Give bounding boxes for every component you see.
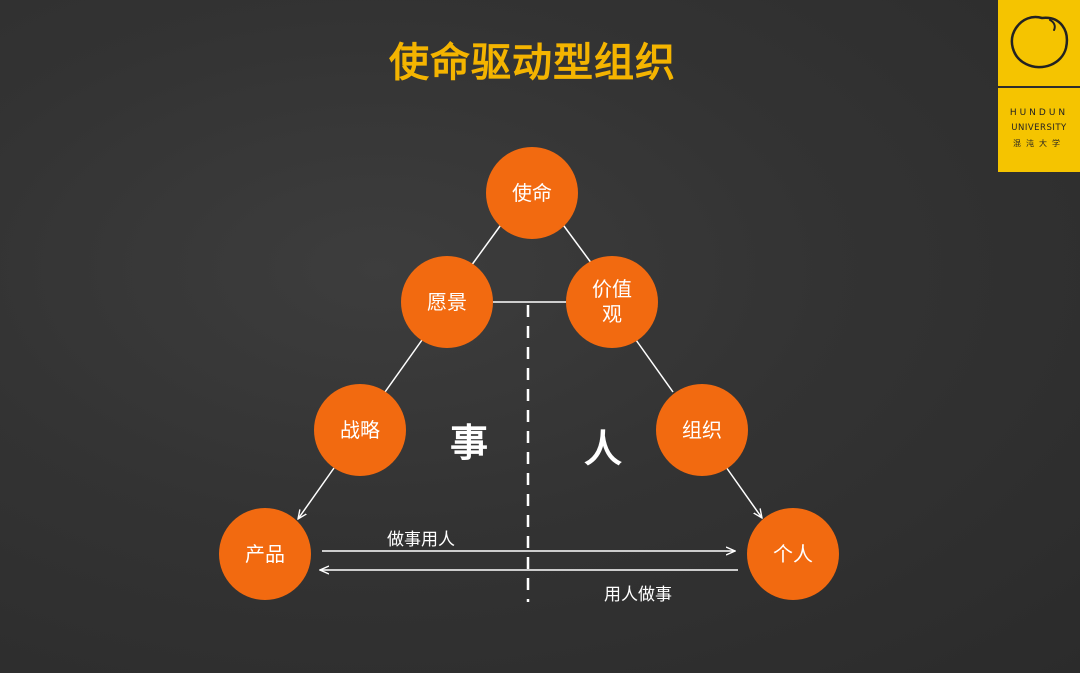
node-mission: 使命 xyxy=(486,147,578,239)
node-vision: 愿景 xyxy=(401,256,493,348)
enso-circle-icon xyxy=(1010,15,1069,69)
edge-mission-vision xyxy=(470,221,504,267)
arrow-organization-individual xyxy=(725,466,762,518)
hundun-university-logo: HUNDUN UNIVERSITY 混沌大学 xyxy=(998,0,1080,172)
node-strategy-label: 战略 xyxy=(340,417,380,442)
node-strategy: 战略 xyxy=(314,384,406,476)
logo-text-chinese: 混沌大学 xyxy=(1013,139,1065,148)
arrow-strategy-product xyxy=(298,467,335,519)
edge-values-organization xyxy=(635,339,674,393)
edge-vision-strategy xyxy=(384,339,423,393)
logo-text-university: UNIVERSITY xyxy=(1011,123,1067,133)
arrow-label-bottom: 用人做事 xyxy=(604,585,672,605)
node-vision-label: 愿景 xyxy=(427,289,467,314)
node-individual: 个人 xyxy=(747,508,839,600)
side-label-affairs: 事 xyxy=(450,421,489,465)
arrow-label-top: 做事用人 xyxy=(387,530,455,550)
node-organization-label: 组织 xyxy=(682,417,722,442)
node-mission-label: 使命 xyxy=(512,180,552,205)
node-organization: 组织 xyxy=(656,384,748,476)
slide-title: 使命驱动型组织 xyxy=(389,40,676,86)
node-values: 价值观 xyxy=(566,256,658,348)
node-product: 产品 xyxy=(219,508,311,600)
logo-text-hundun: HUNDUN xyxy=(1009,108,1069,118)
node-individual-label: 个人 xyxy=(773,541,813,566)
logo-divider xyxy=(998,86,1080,88)
node-values-label: 价值观 xyxy=(592,277,632,326)
edge-mission-values xyxy=(560,221,593,265)
side-label-people: 人 xyxy=(584,427,623,471)
node-product-label: 产品 xyxy=(245,541,285,566)
